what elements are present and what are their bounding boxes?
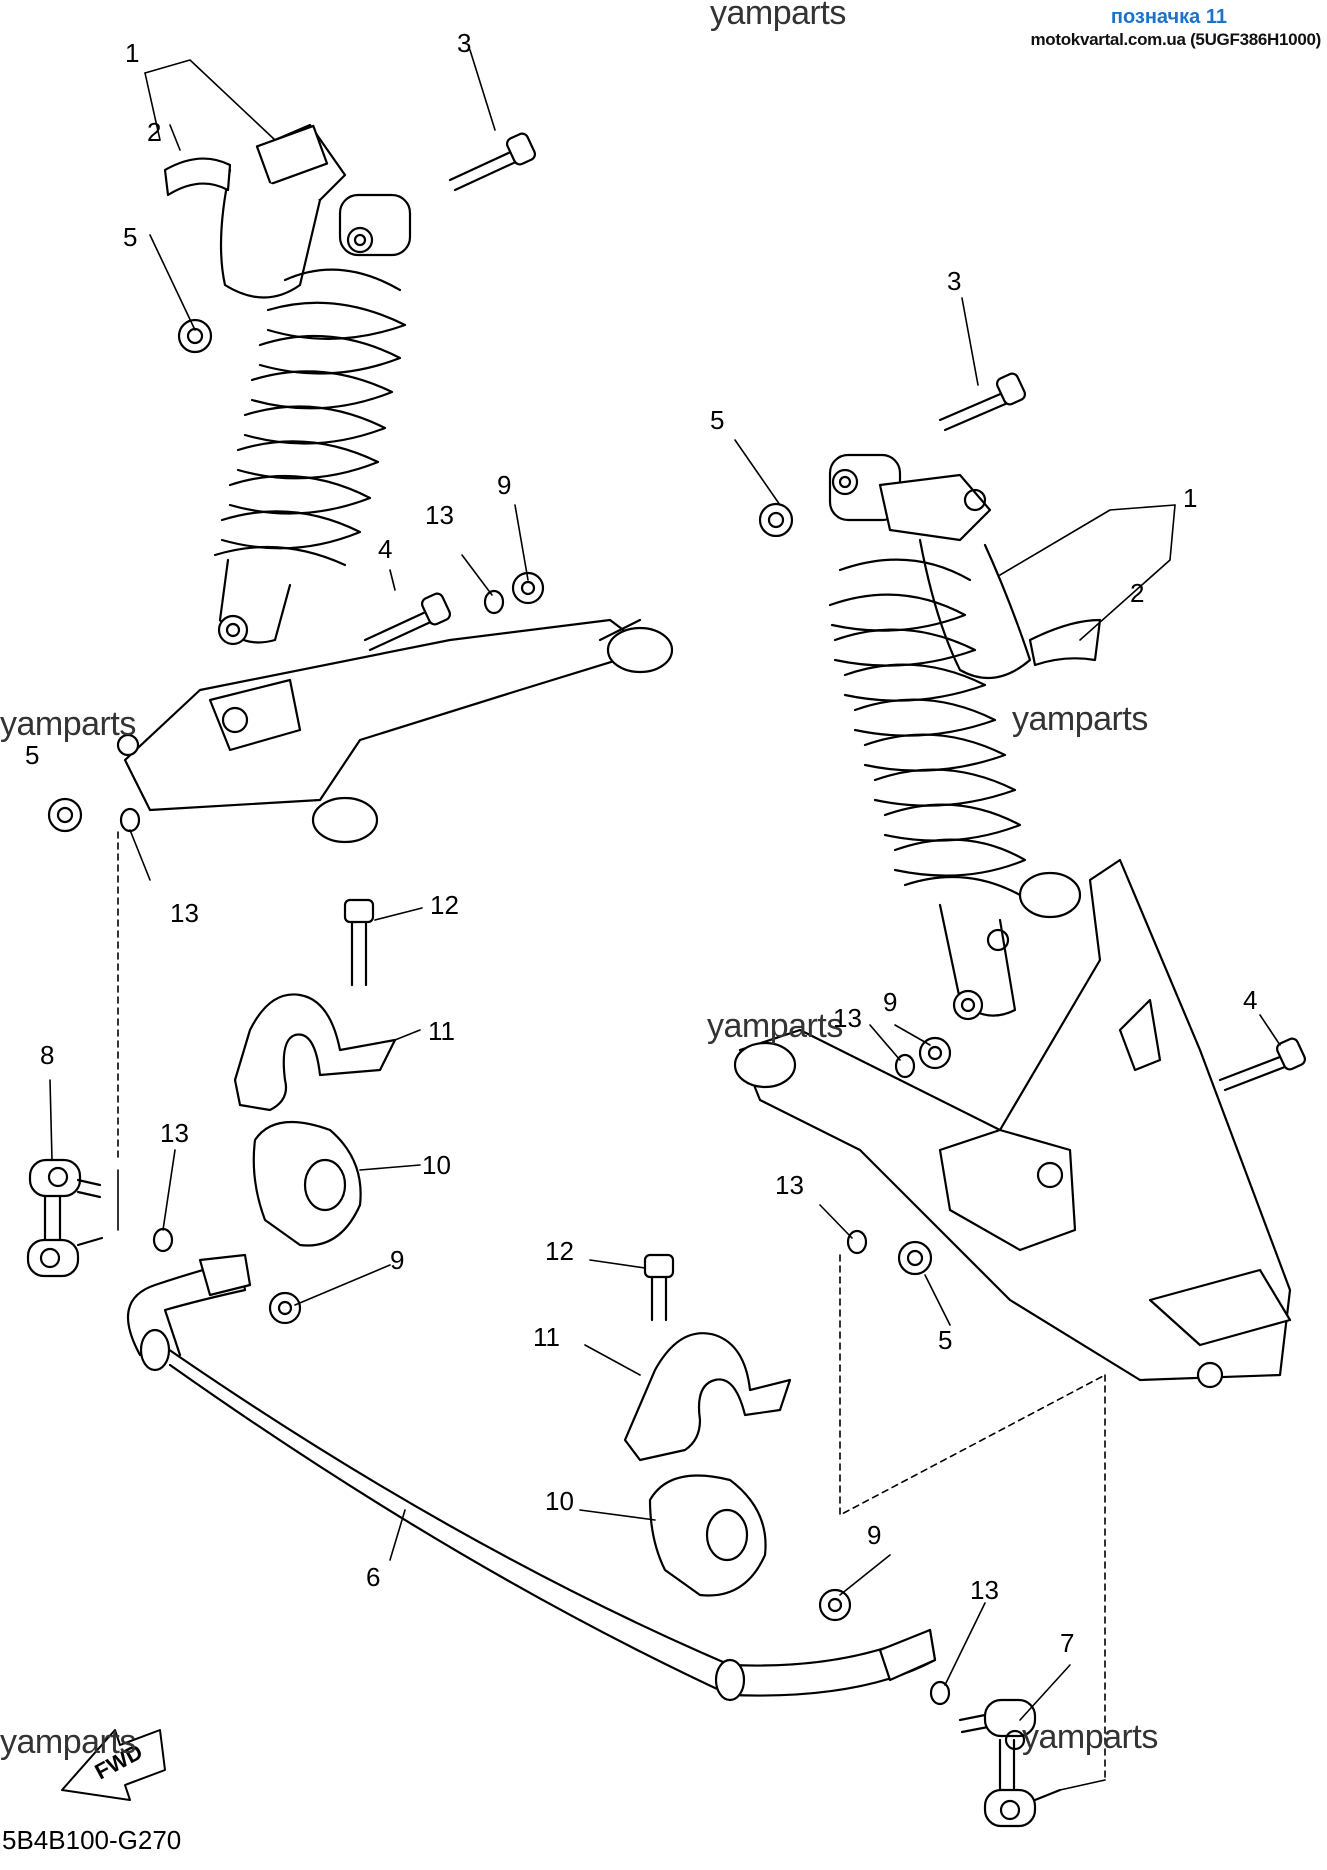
- callout-6: 6: [366, 1562, 381, 1592]
- leader-lines: [49, 49, 1281, 1791]
- right-nut-5-upper: [758, 502, 794, 538]
- right-shock-spring: [828, 558, 1027, 897]
- right-shock-absorber: [828, 453, 1032, 1021]
- callout-5-left-upper: 5: [123, 222, 138, 252]
- callout-5-right-upper: 5: [710, 405, 725, 435]
- callout-12-right: 12: [545, 1236, 574, 1266]
- callout-9-right: 9: [883, 987, 898, 1017]
- callout-10-right: 10: [545, 1486, 574, 1516]
- right-a-arm: [733, 858, 1292, 1389]
- callout-13-right-lower: 13: [775, 1170, 804, 1200]
- callout-7: 7: [1060, 1628, 1075, 1658]
- right-bracket-11: [623, 1332, 792, 1462]
- left-stabilizer-link-8: [26, 1158, 104, 1278]
- header-tag: позначка 11: [1110, 6, 1227, 28]
- left-bolt-4: [363, 592, 452, 652]
- right-nut-9: [918, 1036, 952, 1070]
- watermark-right-lower: yamparts: [1022, 1718, 1158, 1756]
- callout-2-left: 2: [147, 117, 162, 147]
- left-a-arm: [116, 618, 674, 844]
- fwd-arrow-icon: FWD: [61, 1729, 166, 1801]
- callout-11-right: 11: [533, 1322, 560, 1352]
- left-washer-13-lower: [119, 807, 141, 833]
- right-bolt-3: [938, 372, 1027, 432]
- right-stabilizer-link-7: [958, 1698, 1062, 1828]
- right-nut-5-lower: [897, 1240, 933, 1276]
- watermark-left-upper: yamparts: [0, 705, 136, 743]
- callout-10-left: 10: [422, 1150, 451, 1180]
- left-shock-spring: [213, 268, 407, 567]
- callout-3-right: 3: [947, 266, 962, 296]
- left-nut-5-lower: [47, 797, 83, 833]
- callout-13-left-lower: 13: [170, 898, 199, 928]
- right-bolt-12: [643, 1253, 675, 1322]
- callout-13-left-upper: 13: [425, 500, 454, 530]
- right-nut-9-bar: [818, 1588, 852, 1622]
- right-washer-13-upper: [894, 1053, 916, 1079]
- left-clip-part-2: [163, 157, 232, 197]
- right-bushing-10: [648, 1474, 767, 1597]
- watermark-top: yamparts: [710, 0, 846, 32]
- right-clip-part-2: [1028, 618, 1102, 667]
- left-washer-13-upper: [483, 589, 505, 615]
- left-bolt-12: [343, 898, 375, 987]
- callout-3-left: 3: [457, 28, 472, 58]
- callout-4-right: 4: [1243, 985, 1258, 1015]
- callout-11-left: 11: [428, 1016, 455, 1046]
- left-bushing-10: [252, 1120, 362, 1247]
- callout-8: 8: [40, 1040, 55, 1070]
- left-washer-13-bar: [152, 1227, 174, 1253]
- callout-13-right-bar: 13: [970, 1575, 999, 1605]
- diagram-code: 5B4B100-G270: [2, 1825, 182, 1855]
- callout-13-left-bar: 13: [160, 1118, 189, 1148]
- left-nut-9: [511, 571, 545, 605]
- callout-13-right-upper: 13: [833, 1003, 862, 1033]
- header-source: motokvartal.com.ua (5UGF386H1000): [1030, 30, 1321, 49]
- left-nut-5-upper: [177, 318, 213, 354]
- callout-9-left: 9: [497, 470, 512, 500]
- callout-5-left-lower: 5: [25, 740, 40, 770]
- stabilizer-bar-6: [126, 1253, 937, 1702]
- right-bolt-4: [1218, 1037, 1307, 1092]
- callout-5-right-lower: 5: [938, 1325, 953, 1355]
- callout-12-left: 12: [430, 890, 459, 920]
- callout-1-left: 1: [125, 38, 140, 68]
- callout-4-left: 4: [378, 534, 393, 564]
- callout-1-right: 1: [1183, 483, 1198, 513]
- callout-9-left-bar: 9: [390, 1245, 405, 1275]
- watermark-right-upper: yamparts: [1012, 700, 1148, 738]
- callout-9-right-bar: 9: [867, 1520, 882, 1550]
- watermark-left-lower: yamparts: [0, 1723, 136, 1761]
- left-bolt-3: [448, 132, 537, 192]
- callout-2-right: 2: [1130, 578, 1145, 608]
- right-washer-13-bar: [929, 1680, 951, 1706]
- left-nut-9-bar: [268, 1291, 302, 1325]
- right-washer-13-lower: [846, 1229, 868, 1255]
- left-bracket-11: [233, 993, 397, 1112]
- left-shock-absorber: [213, 123, 412, 646]
- watermark-center: yamparts: [707, 1007, 843, 1045]
